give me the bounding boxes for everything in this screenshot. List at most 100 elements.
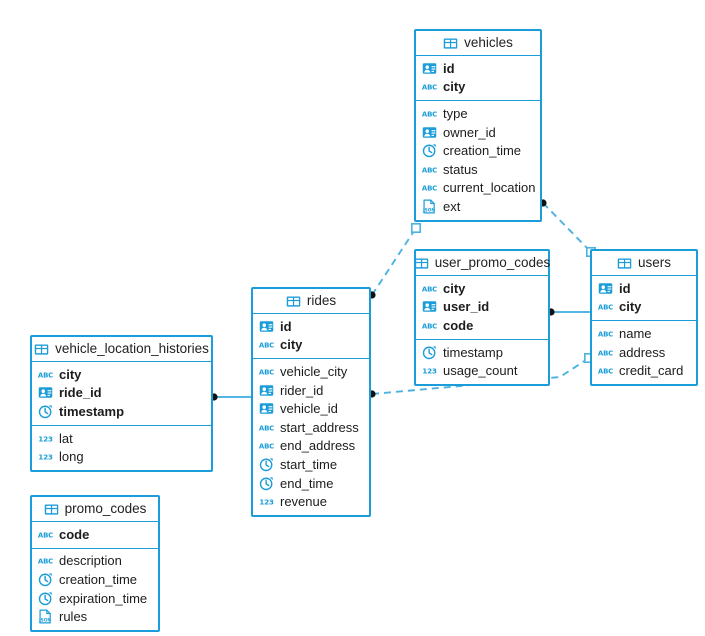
- svg-text:123: 123: [422, 367, 437, 376]
- entity-header[interactable]: promo_codes: [32, 497, 158, 522]
- field-label: code: [443, 317, 474, 333]
- abc-icon: ABC: [259, 368, 274, 376]
- abc-icon: ABC: [598, 368, 613, 376]
- entity-header[interactable]: vehicles: [416, 31, 540, 56]
- abc-icon: ABC: [38, 531, 53, 539]
- abc-icon: ABC: [259, 342, 274, 350]
- field-row[interactable]: user_id: [416, 298, 548, 317]
- key-card-icon: [422, 301, 437, 313]
- field-label: status: [443, 161, 478, 177]
- svg-text:ABC: ABC: [422, 110, 437, 118]
- table-icon: [414, 257, 428, 269]
- clock-icon: [38, 405, 52, 419]
- rel-user-promo-codes-users[interactable]: [547, 308, 590, 316]
- field-row[interactable]: vehicle_id: [253, 399, 369, 418]
- field-row[interactable]: ABC current_location: [416, 179, 540, 198]
- entity-header[interactable]: user_promo_codes: [414, 251, 550, 276]
- field-row[interactable]: ABC code: [416, 316, 548, 335]
- field-label: owner_id: [443, 124, 496, 140]
- abc-icon: ABC: [422, 322, 437, 330]
- field-row[interactable]: timestamp: [416, 343, 548, 362]
- field-label: ext: [443, 198, 461, 214]
- entity-header[interactable]: users: [592, 251, 696, 276]
- key-card-icon: [598, 283, 613, 294]
- 123-icon: 123: [259, 498, 274, 507]
- entity-header[interactable]: rides: [253, 289, 369, 314]
- svg-text:ABC: ABC: [598, 368, 613, 376]
- field-label: creation_time: [443, 143, 522, 159]
- field-row[interactable]: ABC credit_card: [592, 361, 696, 380]
- svg-text:ABC: ABC: [598, 304, 613, 312]
- field-row[interactable]: rider_id: [253, 381, 369, 400]
- field-row[interactable]: timestamp: [32, 402, 211, 421]
- field-label: rules: [59, 609, 88, 625]
- svg-text:ABC: ABC: [598, 349, 613, 357]
- table-icon: [44, 503, 58, 515]
- field-row[interactable]: creation_time: [416, 141, 540, 160]
- abc-icon: ABC: [259, 443, 274, 451]
- field-label: end_time: [280, 475, 334, 491]
- field-row[interactable]: ride_id: [32, 384, 211, 403]
- field-row[interactable]: creation_time: [32, 570, 158, 589]
- field-label: credit_card: [619, 363, 684, 379]
- entity-header[interactable]: vehicle_location_histories: [32, 337, 211, 362]
- entity-title: vehicles: [464, 35, 513, 51]
- relationship-endpoint-square: [410, 223, 421, 234]
- field-row[interactable]: expiration_time: [32, 589, 158, 608]
- abc-icon: ABC: [422, 110, 437, 118]
- rel-vehicles-users[interactable]: [539, 199, 596, 258]
- table-icon: [286, 295, 301, 307]
- rel-vlh-rides[interactable]: [210, 393, 251, 401]
- field-row[interactable]: owner_id: [416, 123, 540, 142]
- rel-rides-vehicles[interactable]: [368, 223, 421, 299]
- svg-text:ABC: ABC: [422, 322, 437, 330]
- svg-text:123: 123: [38, 453, 53, 462]
- field-label: name: [619, 325, 652, 341]
- abc-icon: ABC: [422, 185, 437, 193]
- field-row[interactable]: id: [416, 59, 540, 78]
- field-row[interactable]: id: [592, 279, 696, 298]
- relationship-line: [542, 202, 592, 253]
- field-row[interactable]: end_time: [253, 474, 369, 493]
- field-row[interactable]: start_time: [253, 455, 369, 474]
- abc-icon: ABC: [598, 349, 613, 357]
- field-label: timestamp: [59, 403, 125, 419]
- clock-icon: [259, 476, 273, 490]
- field-label: current_location: [443, 180, 536, 196]
- field-row[interactable]: id: [253, 317, 369, 336]
- svg-text:ABC: ABC: [259, 424, 274, 432]
- key-card-icon: [259, 403, 274, 414]
- svg-text:ABC: ABC: [259, 342, 274, 350]
- entity-title: vehicle_location_histories: [55, 341, 209, 357]
